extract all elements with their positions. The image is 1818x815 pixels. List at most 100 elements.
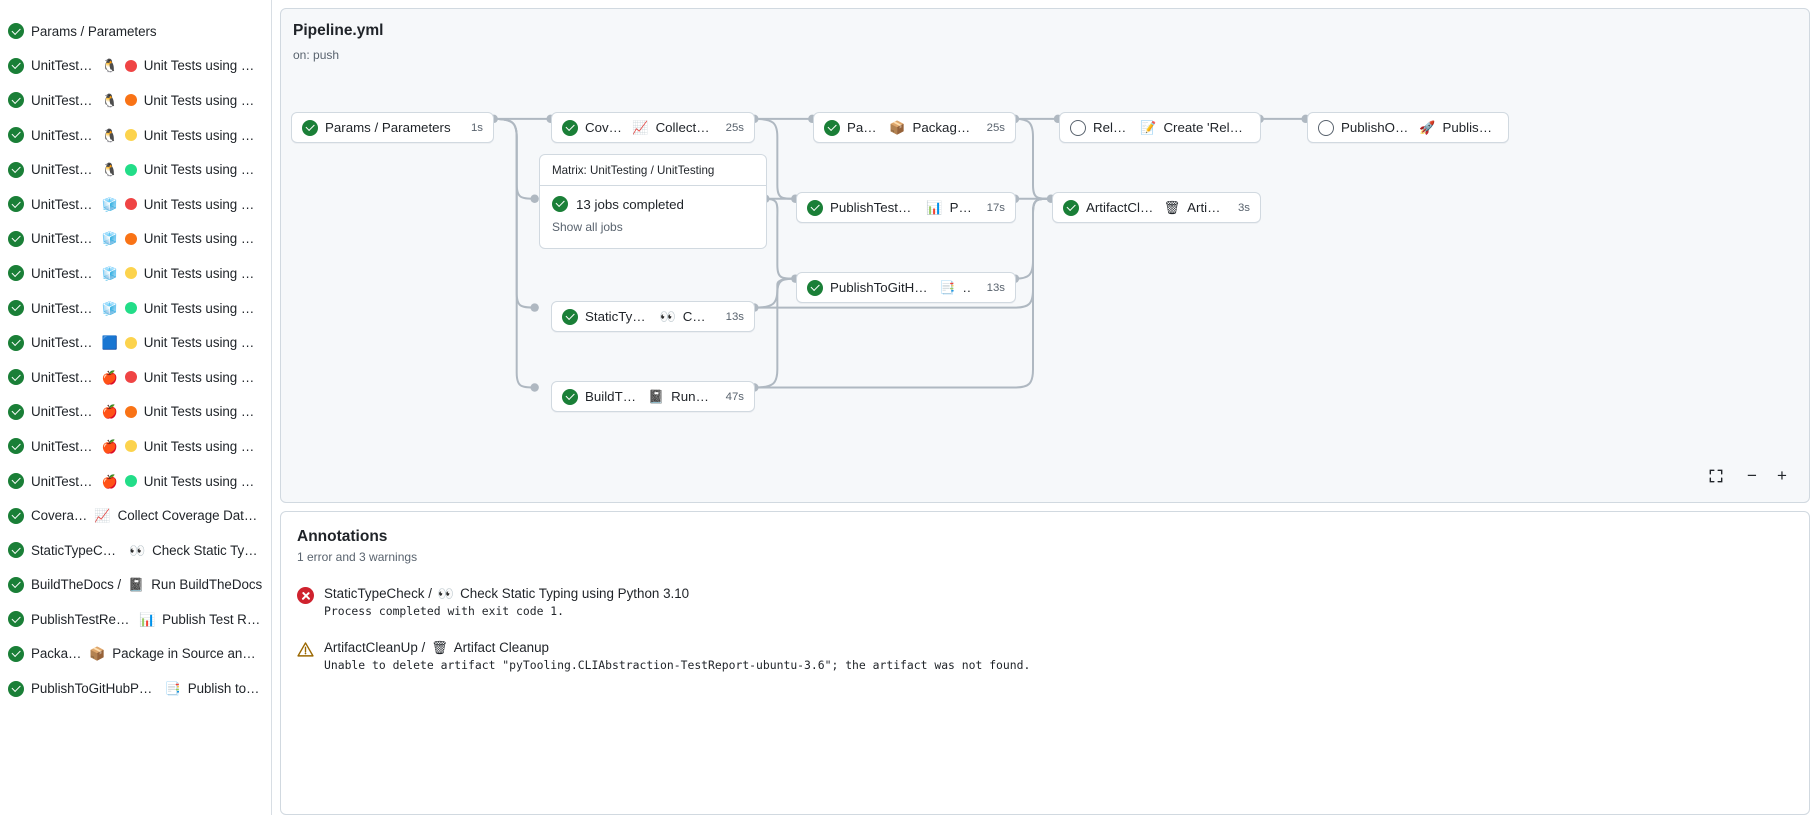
platform-icon: 🧊 [101, 265, 118, 281]
python-version-dot-icon [124, 59, 137, 72]
sidebar-item[interactable]: UnitTesting / 🧊Unit Tests using Pyth… [0, 222, 271, 257]
sidebar-item-label: UnitTesting / [31, 58, 95, 74]
graph-node-publish-test-results[interactable]: PublishTestResults / 📊 Pu… 17s [796, 192, 1016, 223]
workflow-graph-card[interactable]: Pipeline.yml on: push [280, 8, 1810, 503]
sidebar-item-label: UnitTesting / [31, 92, 95, 108]
python-version-dot-icon [124, 232, 137, 245]
sidebar-item[interactable]: UnitTesting / 🐧Unit Tests using Pyth… [0, 118, 271, 153]
graph-node-publish-to-github-pages[interactable]: PublishToGitHubPages / 📑 … 13s [796, 272, 1016, 303]
platform-icon: 📊 [138, 611, 156, 627]
graph-node-coverage[interactable]: Coverage / 📈 Collect Cove… 25s [551, 112, 755, 143]
success-icon [8, 369, 24, 386]
sidebar-item[interactable]: UnitTesting / 🍎Unit Tests using Pyth… [0, 464, 271, 499]
python-version-dot-icon [124, 129, 137, 142]
sidebar-item[interactable]: Coverage / 📈Collect Coverage Data usi… [0, 498, 271, 533]
node-label-tail: Artifac… [1187, 200, 1223, 215]
matrix-summary: 13 jobs completed [576, 196, 684, 212]
graph-node-build-the-docs[interactable]: BuildTheDocs / 📓 Run Buil… 47s [551, 381, 755, 412]
sidebar-item-label: UnitTesting / [31, 438, 95, 454]
sidebar-item-label-tail: Unit Tests using Pyth… [143, 58, 263, 74]
sidebar-item[interactable]: UnitTesting / 🐧Unit Tests using Pyth… [0, 152, 271, 187]
sidebar-item[interactable]: BuildTheDocs / 📓Run BuildTheDocs [0, 568, 271, 603]
node-label: PublishToGitHubPages / [830, 280, 932, 295]
sidebar-item-label-tail: Unit Tests using Pyth… [143, 265, 263, 281]
sidebar-item[interactable]: UnitTesting / 🍎Unit Tests using Pyth… [0, 360, 271, 395]
annotations-title: Annotations [297, 528, 388, 545]
sidebar-item-label-tail: Package in Source and Wh… [112, 646, 263, 662]
fullscreen-icon[interactable] [1703, 464, 1729, 488]
sidebar-item[interactable]: PublishToGitHubPages / 📑Publish to G… [0, 671, 271, 706]
platform-icon: 🐧 [101, 127, 118, 143]
platform-icon: 📑 [164, 681, 181, 697]
success-icon [552, 196, 568, 212]
success-icon [807, 279, 823, 296]
annotation-item[interactable]: ArtifactCleanUp / 🗑 Artifact Cleanup Una… [297, 640, 1793, 672]
workflow-trigger: on: push [293, 48, 340, 62]
matrix-header: Matrix: UnitTesting / UnitTesting [540, 155, 766, 186]
platform-icon: 🐧 [101, 58, 118, 74]
show-all-jobs-link[interactable]: Show all jobs [552, 220, 623, 234]
success-icon [8, 473, 24, 490]
sidebar-item-label: UnitTesting / [31, 473, 95, 489]
success-icon [8, 438, 24, 455]
graph-node-publish-on-pypi[interactable]: PublishOnPyPI / 🚀 Publish to … [1307, 112, 1509, 143]
platform-icon: 📈 [94, 508, 111, 524]
graph-node-package[interactable]: Package / 📦 Package in So… 25s [813, 112, 1016, 143]
sidebar-item[interactable]: StaticTypeCheck / 👀Check Static Typing… [0, 533, 271, 568]
sidebar-item-label: UnitTesting / [31, 300, 95, 316]
annotation-item[interactable]: StaticTypeCheck / 👀 Check Static Typing … [297, 586, 1793, 618]
annotation-job: StaticTypeCheck / [324, 586, 432, 601]
platform-icon: 🧊 [101, 231, 118, 247]
sidebar-item[interactable]: UnitTesting / 🧊Unit Tests using Pyth… [0, 291, 271, 326]
platform-icon: 👀 [128, 542, 146, 558]
graph-node-static-type-check[interactable]: StaticTypeCheck / 👀 Chec… 13s [551, 301, 755, 332]
rocket-icon: 🚀 [1419, 120, 1436, 135]
python-version-dot-icon [124, 440, 137, 453]
node-label-tail: … [962, 280, 971, 295]
graph-zoom-controls[interactable]: − + [1703, 464, 1795, 488]
sidebar-item[interactable]: UnitTesting / 🟦Unit Tests using Pyth… [0, 325, 271, 360]
sidebar-item-label-tail: Check Static Typing… [152, 542, 263, 558]
eyes-icon: 👀 [437, 586, 455, 601]
graph-node-release[interactable]: Release / 📝 Create 'Release P… [1059, 112, 1261, 143]
platform-icon: 🐧 [101, 92, 118, 108]
bar-chart-icon: 📊 [926, 200, 943, 215]
sidebar-item-label: UnitTesting / [31, 127, 95, 143]
success-icon [562, 388, 578, 405]
python-version-dot-icon [124, 163, 137, 176]
sidebar-item[interactable]: UnitTesting / 🍎Unit Tests using Pyth… [0, 395, 271, 430]
zoom-in-button[interactable]: + [1777, 466, 1787, 485]
sidebar-item[interactable]: Package / 📦Package in Source and Wh… [0, 637, 271, 672]
zoom-out-button[interactable]: − [1747, 466, 1757, 485]
graph-node-artifact-cleanup[interactable]: ArtifactCleanUp / 🗑 Artifac… 3s [1052, 192, 1261, 223]
sidebar-item-label-tail: Publish to G… [187, 681, 263, 697]
node-label: Release / [1093, 120, 1133, 135]
sidebar-item[interactable]: UnitTesting / 🍎Unit Tests using Pyth… [0, 429, 271, 464]
platform-icon: 🍎 [101, 438, 118, 454]
sidebar-item[interactable]: UnitTesting / 🧊Unit Tests using Pyth… [0, 256, 271, 291]
node-label-tail: Run Buil… [671, 389, 710, 404]
graph-node-params[interactable]: Params / Parameters 1s [291, 112, 494, 143]
node-label: Coverage / [585, 120, 625, 135]
success-icon [8, 230, 24, 247]
sidebar-item[interactable]: Params / Parameters [0, 14, 271, 49]
matrix-group-unittesting[interactable]: Matrix: UnitTesting / UnitTesting 13 job… [539, 154, 767, 249]
sidebar-item[interactable]: UnitTesting / 🧊Unit Tests using Pyth… [0, 187, 271, 222]
node-duration: 25s [986, 121, 1005, 134]
python-version-dot-icon [124, 336, 137, 349]
platform-icon: 🟦 [101, 335, 118, 351]
python-version-dot-icon [124, 198, 137, 211]
node-label: StaticTypeCheck / [585, 309, 653, 324]
zoom-group[interactable]: − + [1739, 464, 1795, 488]
sidebar-item[interactable]: PublishTestResults / 📊Publish Test Resu… [0, 602, 271, 637]
node-label-tail: Pu… [949, 200, 972, 215]
sidebar-item[interactable]: UnitTesting / 🐧Unit Tests using Pyth… [0, 83, 271, 118]
memo-icon: 📝 [1140, 120, 1157, 135]
sidebar-item[interactable]: UnitTesting / 🐧 Unit Tests using Pyth… [0, 49, 271, 84]
platform-icon: 🐧 [101, 162, 118, 178]
platform-icon: 🧊 [101, 300, 118, 316]
graph-edges [489, 114, 1310, 392]
matrix-summary-row: 13 jobs completed [552, 196, 754, 212]
platform-icon: 📓 [128, 577, 145, 593]
